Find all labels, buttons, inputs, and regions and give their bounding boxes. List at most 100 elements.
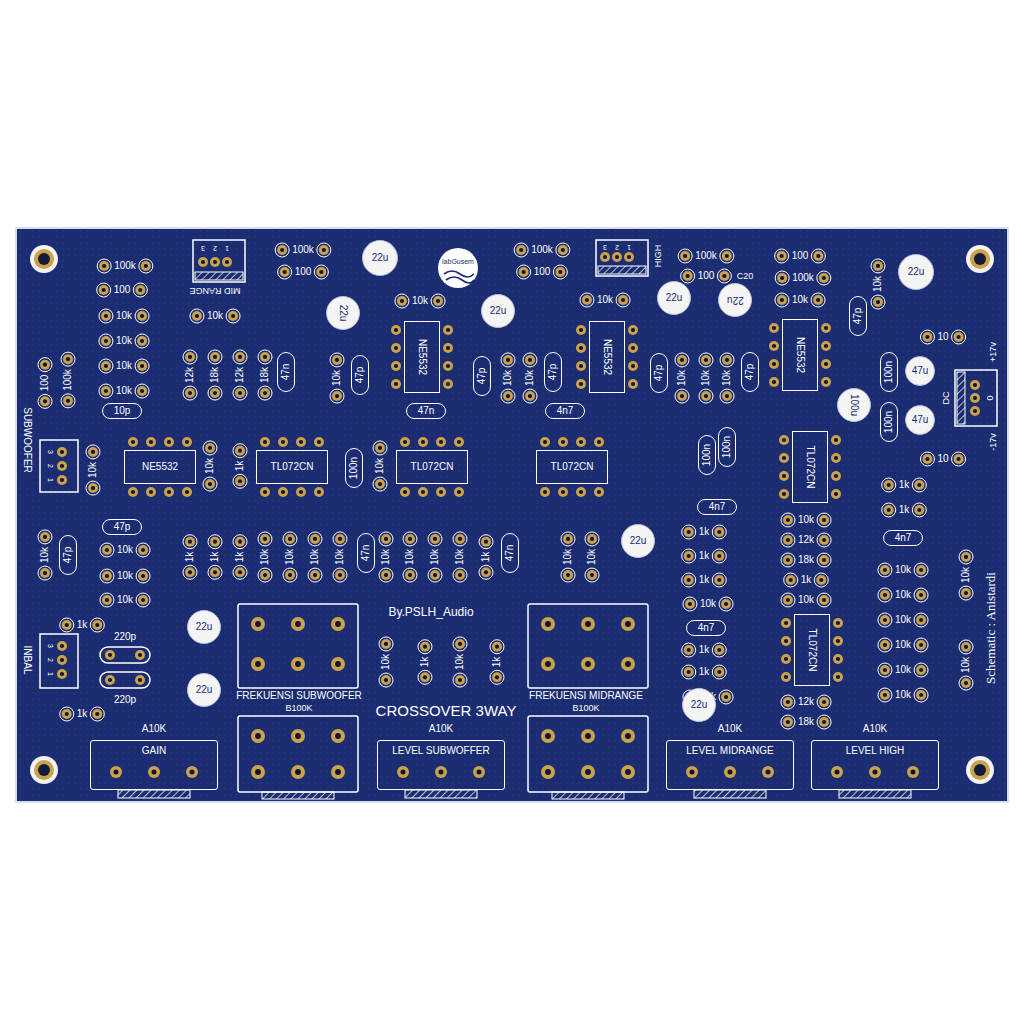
- pad-hole: [717, 530, 721, 534]
- part-text: 47u: [912, 415, 929, 425]
- pad-copper: [405, 570, 415, 580]
- potentiometer-shaft: [839, 790, 911, 798]
- pad-copper: [576, 437, 586, 447]
- pad-hole: [724, 602, 728, 606]
- pad-hole: [151, 769, 156, 774]
- part-text: TL072CN: [805, 446, 815, 489]
- pad-copper: [105, 675, 115, 685]
- pad-copper: [701, 391, 711, 401]
- solder-pad: [833, 654, 843, 664]
- mounting-hole-ring: [34, 249, 54, 269]
- pad-copper: [541, 765, 555, 779]
- solder-pad: [183, 535, 197, 549]
- part-text: TL072CN: [271, 462, 314, 472]
- pad-copper: [821, 377, 831, 387]
- pad-hole: [603, 255, 607, 259]
- pad-ring: [817, 271, 831, 285]
- pad-ring: [208, 386, 222, 400]
- pad-ring: [817, 513, 831, 527]
- part-text: 100n: [349, 457, 359, 479]
- pad-hole: [834, 438, 838, 442]
- pad-ring: [135, 359, 149, 373]
- pad-hole: [263, 391, 267, 395]
- component-value: 10k: [961, 657, 971, 673]
- pad-hole: [105, 548, 109, 552]
- pad-hole: [263, 537, 267, 541]
- pad-hole: [725, 394, 729, 398]
- pad-copper: [101, 311, 111, 321]
- component-value: 1k: [699, 645, 710, 655]
- pad-copper: [724, 766, 736, 778]
- pad-copper: [970, 380, 980, 390]
- pad-hole: [60, 478, 64, 482]
- pad-hole: [104, 314, 108, 318]
- solder-pad: [38, 566, 52, 580]
- pad-ring: [233, 565, 247, 579]
- pad-hole: [317, 440, 321, 444]
- pad-hole: [423, 645, 427, 649]
- pad-ring: [920, 330, 934, 344]
- solder-pad: [454, 437, 464, 447]
- solder-pad: [712, 549, 726, 563]
- pad-copper: [99, 261, 109, 271]
- pad-hole: [299, 440, 303, 444]
- solder-pad: [600, 252, 610, 262]
- solder-pad: [314, 437, 324, 447]
- pad-copper: [135, 285, 145, 295]
- pad-copper: [576, 343, 586, 353]
- pad-hole: [772, 362, 776, 366]
- solder-pad: [333, 568, 347, 582]
- pad-hole: [43, 363, 47, 367]
- solder-pad: [959, 550, 973, 564]
- pad-copper: [335, 570, 345, 580]
- pad-hole: [919, 643, 923, 647]
- pad-copper: [391, 379, 401, 389]
- pad-hole: [60, 672, 64, 676]
- part-text: 22u: [666, 293, 683, 303]
- silkscreen-label: 2: [213, 245, 217, 252]
- pad-hole: [561, 248, 565, 252]
- part-rating: A10K: [863, 724, 887, 734]
- pad-hole: [824, 344, 828, 348]
- pad-ring: [136, 543, 150, 557]
- pad-copper: [436, 487, 446, 497]
- pad-copper: [821, 323, 831, 333]
- pad-hole: [585, 661, 591, 667]
- pad-hole: [458, 573, 462, 577]
- pad-hole: [263, 490, 267, 494]
- part-text: 22u: [372, 253, 389, 263]
- pad-copper: [331, 765, 345, 779]
- pad-copper: [251, 657, 265, 671]
- component-value: 12k: [185, 367, 195, 383]
- solder-pad: [594, 437, 604, 447]
- pad-copper: [628, 361, 638, 371]
- pad-copper: [192, 311, 202, 321]
- pad-ring: [308, 532, 322, 546]
- pad-ring: [490, 670, 504, 684]
- solder-pad: [576, 437, 586, 447]
- solder-pad: [811, 293, 825, 307]
- solder-pad: [97, 259, 111, 273]
- solder-pad: [907, 766, 919, 778]
- part-rating: A10K: [429, 724, 453, 734]
- component-value: 1k: [210, 552, 220, 563]
- component-value: 1k: [492, 657, 502, 668]
- pad-hole: [231, 314, 235, 318]
- pad-ring: [712, 665, 726, 679]
- solder-pad: [699, 353, 713, 367]
- pad-copper: [783, 555, 793, 565]
- solder-pad: [959, 676, 973, 690]
- pad-copper: [381, 570, 391, 580]
- solder-pad: [558, 437, 568, 447]
- solder-pad: [553, 265, 567, 279]
- mounting-hole-drill: [38, 253, 50, 265]
- solder-pad: [260, 487, 270, 497]
- solder-pad: [781, 513, 795, 527]
- pad-hole: [789, 578, 793, 582]
- pad-hole: [446, 382, 450, 386]
- solder-pad: [581, 657, 595, 671]
- pad-copper: [541, 729, 555, 743]
- solder-pad: [811, 249, 825, 263]
- solder-pad: [57, 475, 67, 485]
